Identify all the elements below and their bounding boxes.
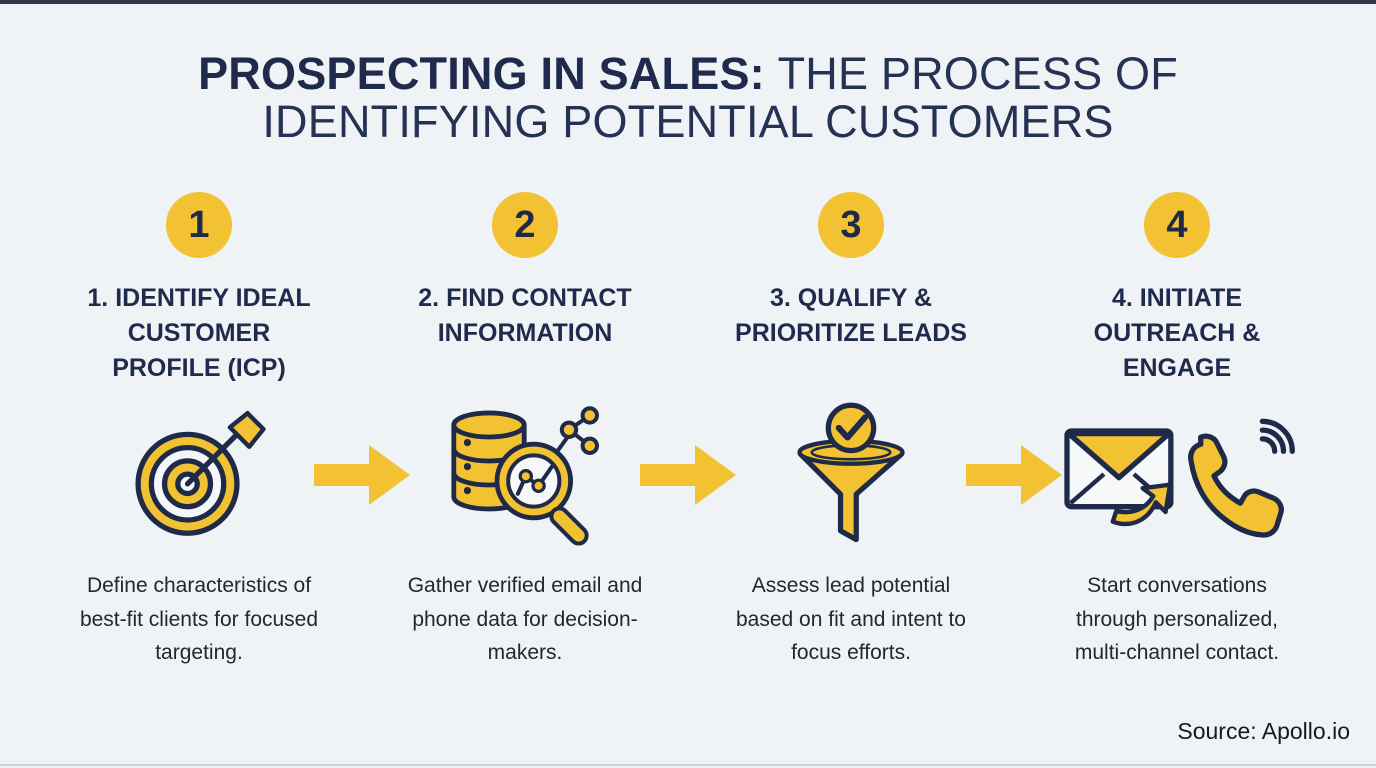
step-1-number-badge: 1 [166, 192, 232, 259]
top-divider [0, 0, 1376, 4]
target-arrow-icon [135, 411, 266, 537]
database-search-icon [451, 406, 599, 546]
step-2-description: Gather verified email and phone data for… [407, 574, 643, 665]
step-1-title: 1. IDENTIFY IDEAL CUSTOMER PROFILE (ICP) [87, 284, 311, 383]
step-1: 1 1. IDENTIFY IDEAL CUSTOMER PROFILE (IC… [36, 192, 362, 670]
step-3-number: 3 [840, 203, 862, 246]
step-2-number-badge: 2 [492, 192, 558, 259]
page-title-rest: THE PROCESS OF IDENTIFYING POTENTIAL CUS… [262, 48, 1178, 148]
step-2-number: 2 [514, 203, 536, 246]
step-1-number: 1 [188, 203, 210, 246]
step-3-title: 3. QUALIFY & PRIORITIZE LEADS [735, 284, 967, 348]
step-3-icon-box [781, 389, 921, 561]
step-3: 3 3. QUALIFY & PRIORITIZE LEADS Assess l… [688, 192, 1014, 670]
page-title: PROSPECTING IN SALES: THE PROCESS OF IDE… [183, 48, 1193, 148]
source-attribution: Source: Apollo.io [1177, 718, 1350, 744]
step-1-description: Define characteristics of best-fit clien… [79, 574, 319, 665]
step-2: 2 2. FIND CONTACT INFORMATION [362, 192, 688, 670]
step-2-icon-box [441, 389, 609, 561]
arrow-right-icon [966, 445, 1062, 506]
step-4-number-badge: 4 [1144, 192, 1210, 259]
step-4-description: Start conversations through personalized… [1074, 574, 1280, 665]
step-1-icon-box [124, 389, 274, 561]
step-2-title: 2. FIND CONTACT INFORMATION [418, 284, 632, 348]
step-4: 4 4. INITIATE OUTREACH & ENGAGE Start co… [1014, 192, 1340, 670]
step-4-title: 4. INITIATE OUTREACH & ENGAGE [1093, 284, 1261, 383]
funnel-check-icon [797, 402, 905, 543]
arrow-right-icon [640, 445, 736, 506]
step-4-number: 4 [1166, 203, 1188, 246]
page-title-bold: PROSPECTING IN SALES: [198, 48, 765, 99]
step-3-description: Assess lead potential based on fit and i… [735, 574, 966, 665]
bottom-divider [0, 764, 1376, 766]
arrow-right-icon [314, 445, 410, 506]
steps-row: 1 1. IDENTIFY IDEAL CUSTOMER PROFILE (IC… [36, 192, 1340, 670]
step-3-number-badge: 3 [818, 192, 884, 259]
step-4-icon-box [1058, 389, 1296, 561]
email-send-phone-icon [1064, 418, 1295, 538]
